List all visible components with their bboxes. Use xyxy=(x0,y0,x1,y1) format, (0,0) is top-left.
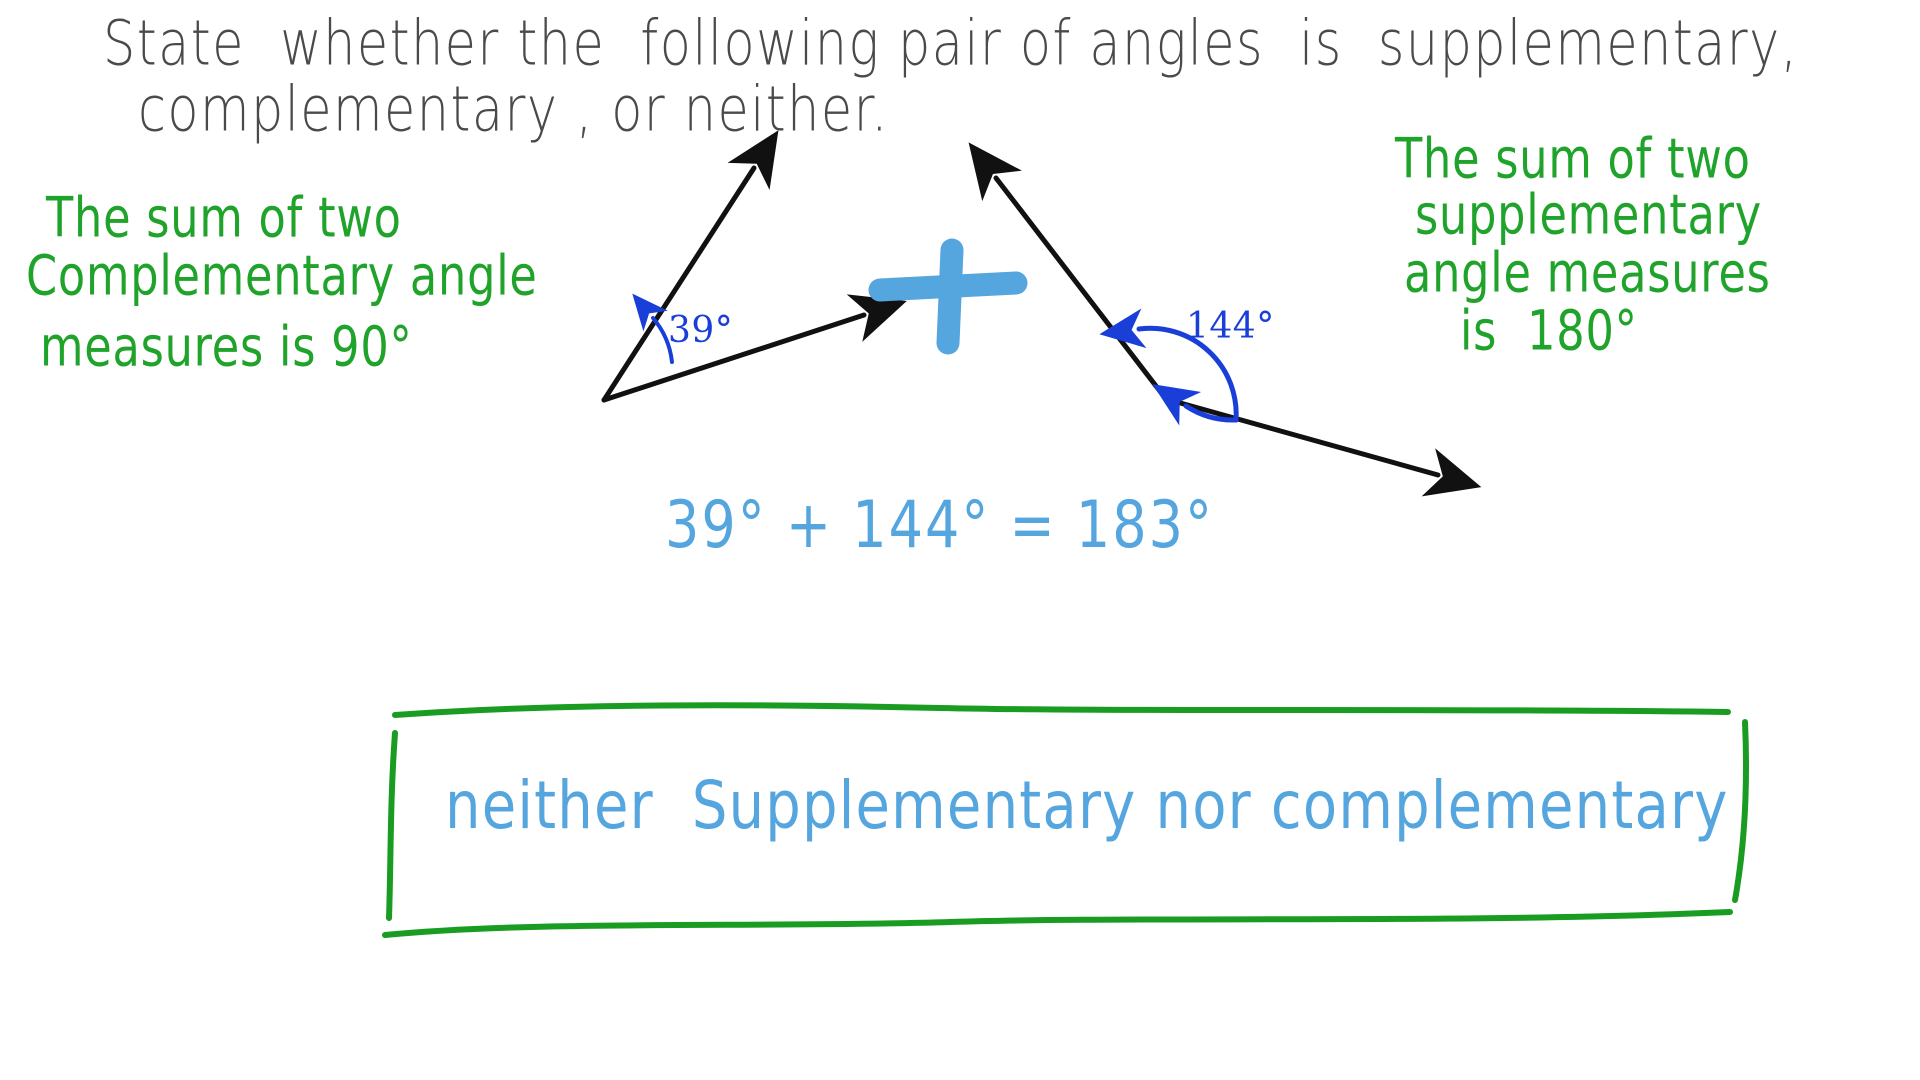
angle-2-lower-ray xyxy=(1163,396,1482,497)
angle-2-upper-ray xyxy=(968,142,1169,402)
answer-box-bottom-edge xyxy=(382,909,1733,938)
angle-1-rays xyxy=(601,130,907,403)
left-note-line-1: The sum of two xyxy=(46,185,402,250)
work-equation: 39° + 144° = 183° xyxy=(665,487,1215,563)
right-note-line-3: angle measures xyxy=(1404,240,1771,305)
answer-box-top-edge xyxy=(392,702,1731,718)
angle-1-label: 39° xyxy=(668,310,734,351)
answer-box-left-edge xyxy=(386,730,398,921)
prompt-line-1: State whether the following pair of angl… xyxy=(103,8,1799,80)
plus-sign-icon xyxy=(868,238,1028,355)
angle-2-label: 144° xyxy=(1186,306,1275,347)
right-note-line-4: is 180° xyxy=(1460,298,1638,363)
left-note-line-2: Complementary angle xyxy=(26,243,538,308)
right-note-line-2: supplementary xyxy=(1415,182,1762,247)
prompt-line-2: complementary , or neither. xyxy=(138,74,889,146)
angle-1-lower-ray xyxy=(601,294,907,403)
left-note-line-3: measures is 90° xyxy=(40,314,413,379)
angle-1-upper-ray xyxy=(601,130,779,403)
right-note-line-1: The sum of two xyxy=(1395,126,1751,191)
angle-2-arc-tip xyxy=(1152,384,1239,426)
answer-box-right-edge xyxy=(1732,719,1749,903)
answer-text: neither Supplementary nor complementary xyxy=(445,768,1729,845)
